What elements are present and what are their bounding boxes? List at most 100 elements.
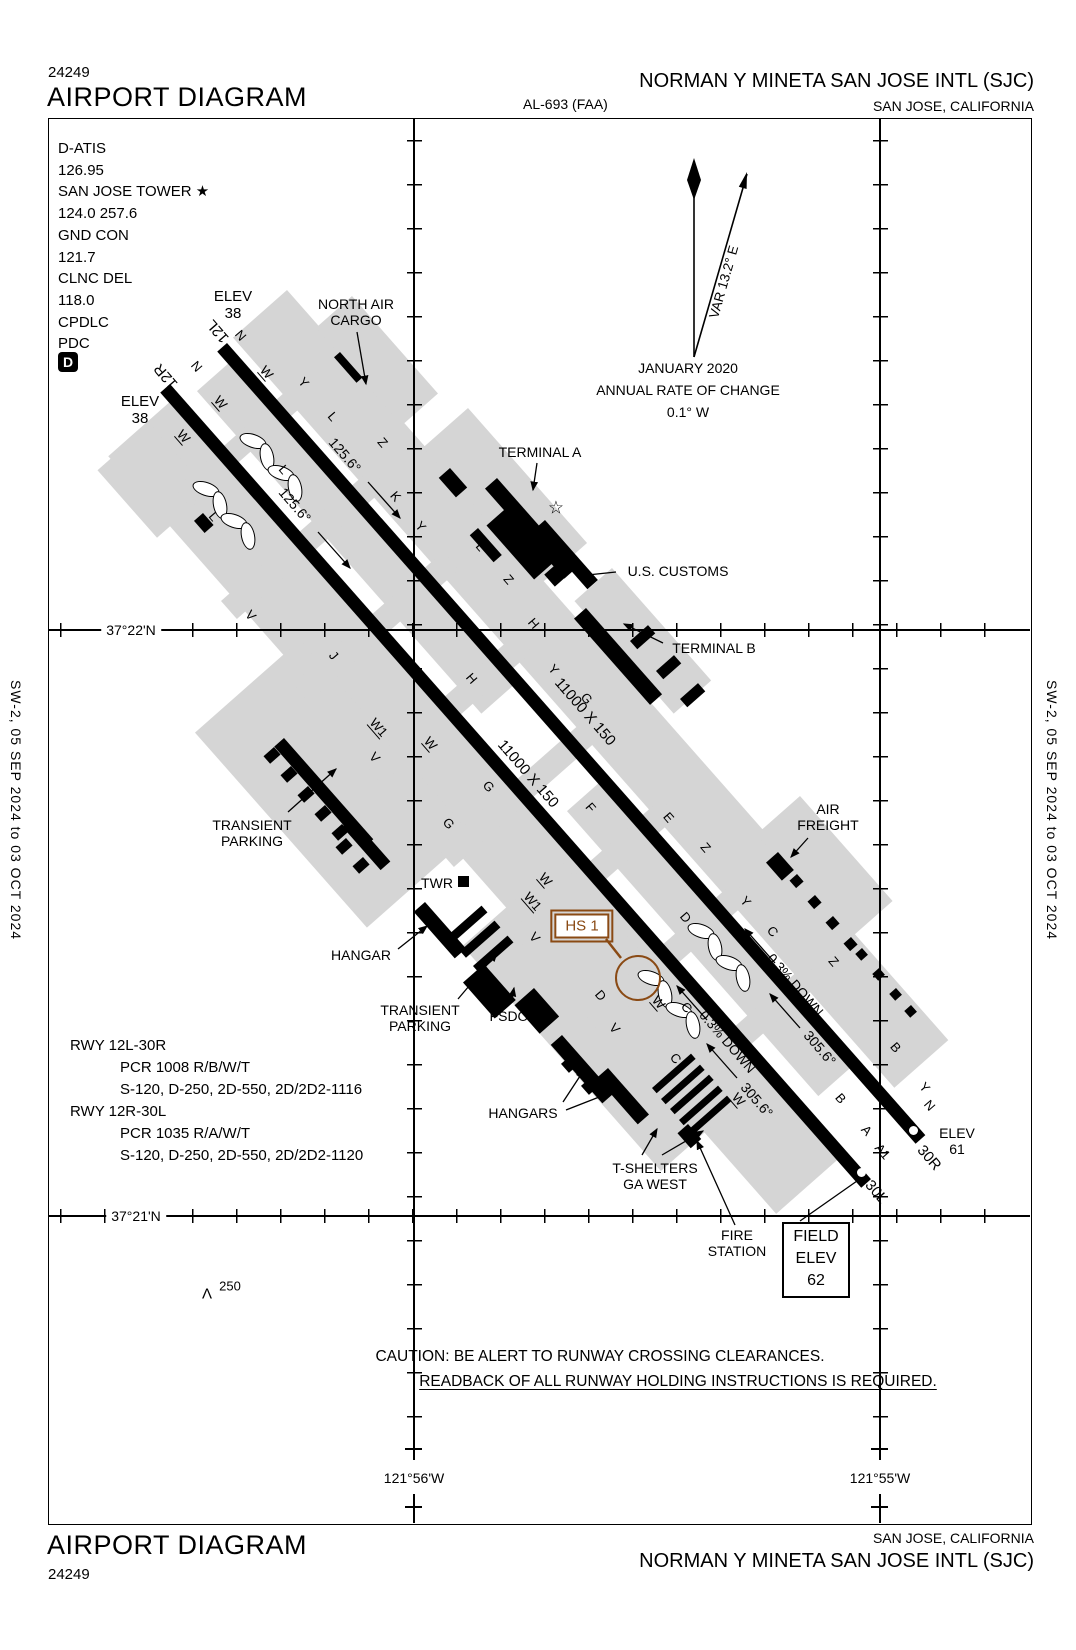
caution-line-1: CAUTION: BE ALERT TO RUNWAY CROSSING CLE… <box>375 1348 825 1365</box>
al-number: AL-693 (FAA) <box>523 96 608 112</box>
arrow-heading-305-b <box>706 1043 738 1079</box>
graticule-lon-2-ticks <box>872 140 888 1440</box>
hot-spot-circle <box>615 955 661 1001</box>
obstacle-icon: Λ <box>201 1285 213 1303</box>
leader-terminal-b <box>622 623 664 644</box>
obstacle-elev: 250 <box>219 1278 241 1294</box>
rwy1-gear: S-120, D-250, 2D-550, 2D/2D2-1116 <box>120 1081 363 1098</box>
caution-line-2: READBACK OF ALL RUNWAY HOLDING INSTRUCTI… <box>419 1373 937 1390</box>
leader-field-elev <box>799 1180 858 1222</box>
rwy2-gear: S-120, D-250, 2D-550, 2D/2D2-1120 <box>120 1147 364 1164</box>
leader-t-shelters-a <box>641 1127 658 1156</box>
leader-transient-parking-2 <box>457 952 498 1000</box>
lon-label-121-55: 121°55'W <box>849 1470 911 1486</box>
comm-line: 124.0 257.6 <box>58 205 138 223</box>
margin-date-left: SW-2, 05 SEP 2024 to 03 OCT 2024 <box>8 679 24 941</box>
airport-city-bottom: SAN JOSE, CALIFORNIA <box>872 1530 1034 1546</box>
leader-hangars-b <box>565 1091 614 1111</box>
leader-air-freight <box>790 837 809 858</box>
tower-building <box>458 876 469 887</box>
graticule-lon-1-ticks <box>406 140 422 1440</box>
comm-line: CPDLC <box>58 313 109 331</box>
rwy2-name: RWY 12R-30L <box>70 1103 167 1120</box>
compass-date: JANUARY 2020 <box>638 360 738 376</box>
graticule-lon-2-stub <box>879 1494 881 1523</box>
leader-north-air-cargo <box>356 331 369 386</box>
lon-label-121-56: 121°56'W <box>383 1470 445 1486</box>
arrow-heading-125-b <box>317 531 351 569</box>
arrow-heading-125-a <box>367 481 401 519</box>
twr: TWR <box>421 874 453 891</box>
leader-us-customs <box>576 571 617 579</box>
graticule-tick <box>405 1506 422 1508</box>
footer-title: AIRPORT DIAGRAM <box>47 1530 308 1560</box>
airport-name-bottom: NORMAN Y MINETA SAN JOSE INTL (SJC) <box>639 1550 1034 1572</box>
rwy1-name: RWY 12L-30R <box>70 1037 167 1054</box>
terminal-a: TERMINAL A <box>498 443 582 460</box>
graticule-tick <box>405 1448 422 1450</box>
leader-t-shelters-b <box>661 1130 705 1156</box>
t-shelters: T-SHELTERS GA WEST <box>612 1159 698 1192</box>
north-air-cargo: NORTH AIR CARGO <box>318 295 394 328</box>
comm-line: GND CON <box>58 226 129 244</box>
comm-line: 118.0 <box>58 291 95 309</box>
leader-hangars-a <box>562 1068 585 1103</box>
beacon-star-icon: ☆ <box>547 497 565 518</box>
comm-line: 121.7 <box>58 248 96 266</box>
margin-date-right: SW-2, 05 SEP 2024 to 03 OCT 2024 <box>1044 679 1060 941</box>
graticule-tick <box>871 1506 888 1508</box>
field-elev-l1: FIELD <box>793 1228 839 1245</box>
leader-fire-station <box>696 1139 736 1226</box>
arrow-slope-r2 <box>676 985 708 1021</box>
field-elev-l2: ELEV <box>795 1250 837 1267</box>
pdc-data-link-icon: D <box>58 352 78 372</box>
graticule-lat-2-ticks <box>60 1208 1020 1223</box>
rwy1-pcr: PCR 1008 R/B/W/T <box>120 1059 251 1076</box>
chart-code-top: 24249 <box>48 64 90 81</box>
elev-12l: ELEV 38 <box>213 287 253 322</box>
lat-label-37-21: 37°21'N <box>106 1207 166 1225</box>
north-arrow <box>687 158 748 358</box>
hangar: HANGAR <box>331 946 391 963</box>
leader-terminal-a <box>530 462 539 492</box>
comm-line: 126.95 <box>58 161 104 179</box>
airport-name-top: NORMAN Y MINETA SAN JOSE INTL (SJC) <box>639 70 1034 92</box>
rwy-30l-dot <box>856 1167 866 1177</box>
field-elev-value: 62 <box>807 1272 825 1289</box>
comm-line: PDC <box>58 335 90 353</box>
chart-code-bottom: 24249 <box>48 1566 90 1583</box>
compass-rate-1: ANNUAL RATE OF CHANGE <box>596 382 780 398</box>
terminal-b: TERMINAL B <box>672 639 756 656</box>
fsdo: FSDO <box>489 1007 529 1024</box>
graticule-lat-1-ticks <box>60 622 1020 637</box>
leader-transient-parking-1 <box>287 768 337 813</box>
graticule-lon-1-stub <box>413 1494 415 1523</box>
lat-label-37-22: 37°22'N <box>101 621 161 639</box>
page-title: AIRPORT DIAGRAM <box>47 82 308 112</box>
comm-line: SAN JOSE TOWER ★ <box>58 183 210 201</box>
leader-fsdo <box>508 986 517 1004</box>
transient-parking-2: TRANSIENT PARKING <box>380 1001 460 1034</box>
hot-spot-box: HS 1 <box>550 909 614 943</box>
leader-hangar <box>397 925 429 950</box>
transient-parking-1: TRANSIENT PARKING <box>212 816 292 849</box>
comm-line: CLNC DEL <box>58 270 133 288</box>
comm-line: D-ATIS <box>58 140 107 157</box>
arrow-slope-r1 <box>744 928 776 964</box>
compass-rate-2: 0.1° W <box>666 404 710 420</box>
map-border <box>48 118 1032 1525</box>
air-freight: AIR FREIGHT <box>797 800 859 833</box>
elev-30r: ELEV 61 <box>939 1124 975 1157</box>
rwy2-pcr: PCR 1035 R/A/W/T <box>120 1125 251 1142</box>
us-customs: U.S. CUSTOMS <box>627 562 729 579</box>
fire-station: FIRE STATION <box>707 1226 767 1259</box>
airport-city-top: SAN JOSE, CALIFORNIA <box>872 98 1034 114</box>
rwy-30r-dot <box>908 1125 918 1135</box>
hangars: HANGARS <box>488 1104 558 1121</box>
arrow-heading-305-a <box>769 993 801 1029</box>
graticule-tick <box>871 1448 888 1450</box>
